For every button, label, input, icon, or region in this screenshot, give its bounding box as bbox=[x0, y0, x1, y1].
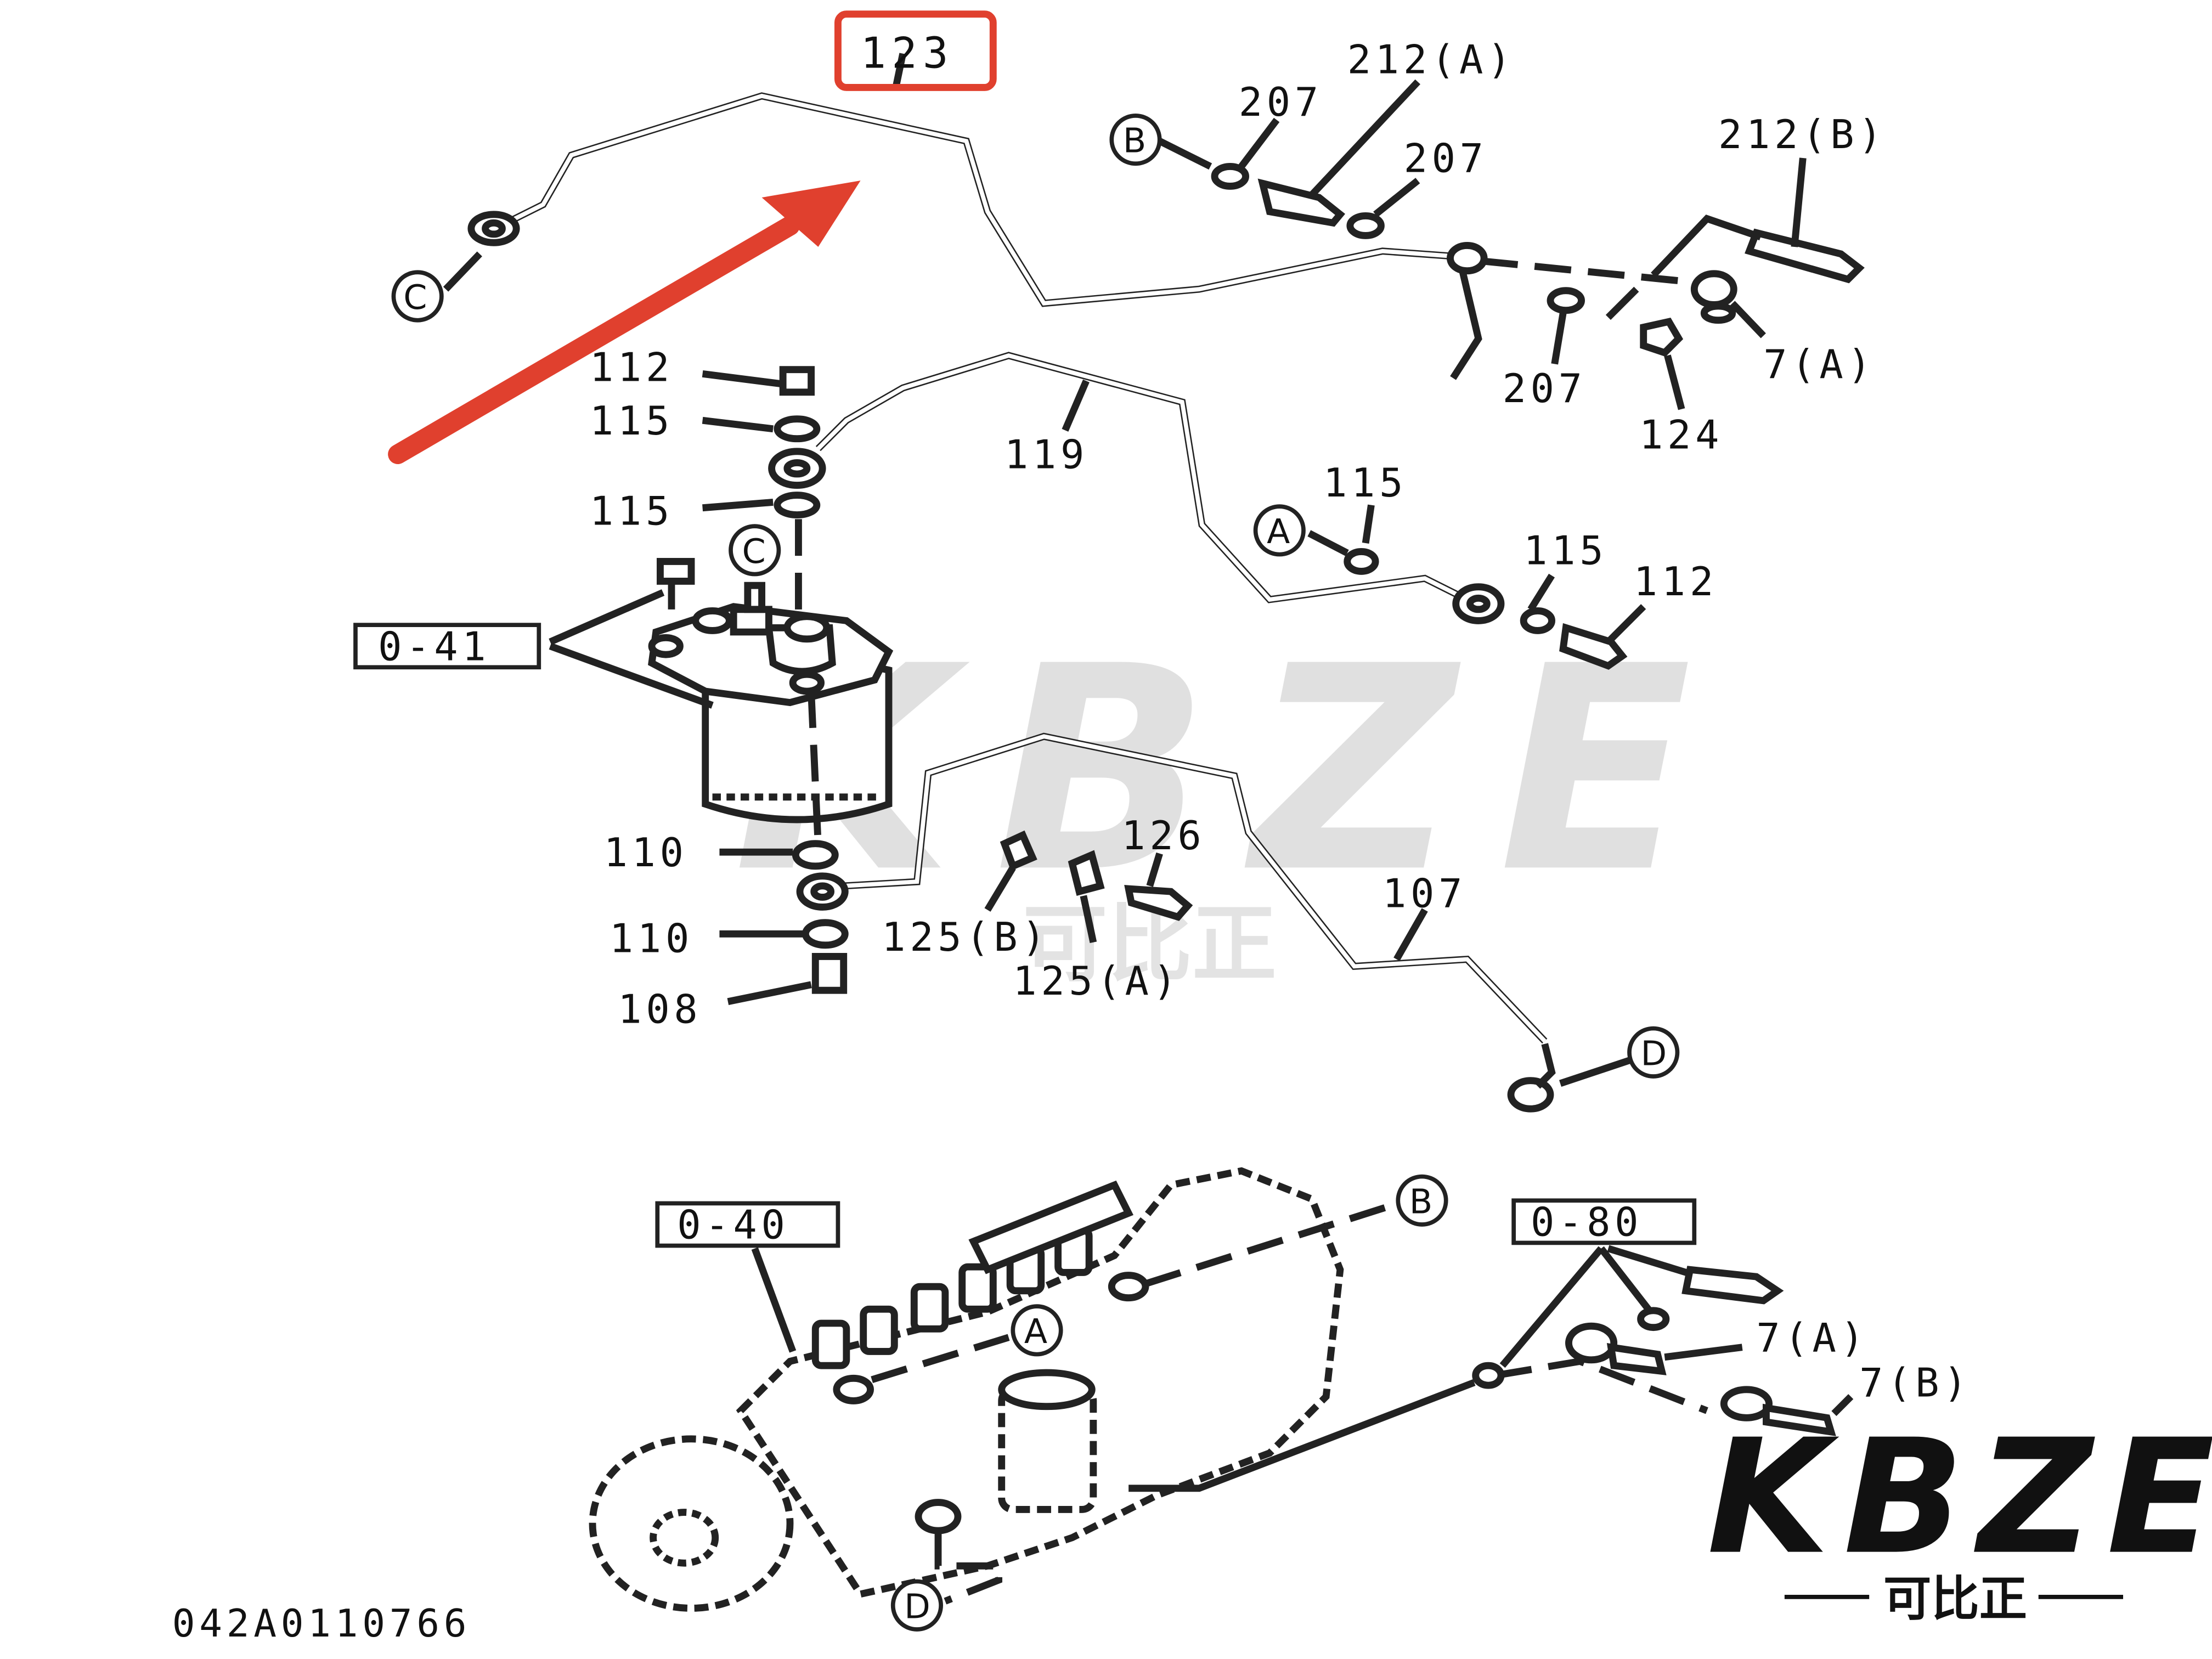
fuel-filter-0-41 bbox=[549, 558, 894, 847]
svg-text:D: D bbox=[1641, 1034, 1667, 1073]
part-label-124: 124 bbox=[1639, 412, 1723, 458]
injection-pump-0-40 bbox=[589, 1167, 1344, 1612]
logo-text: KBZE bbox=[1707, 1406, 2212, 1589]
ref-circle-b-bottom: B bbox=[1396, 1174, 1448, 1227]
banjo-assembly-top bbox=[1211, 163, 1865, 357]
kbze-logo: KBZE 可比正 bbox=[1707, 1406, 2212, 1627]
part-label-212b: 212(B) bbox=[1718, 111, 1886, 157]
eye-fitting-icon bbox=[1565, 1322, 1618, 1364]
ref-circle-b-top: B bbox=[1109, 114, 1162, 166]
cap-nut-icon bbox=[1640, 317, 1684, 357]
eye-fitting-icon bbox=[1690, 270, 1737, 308]
washer-icon bbox=[802, 919, 849, 949]
part-label-107: 107 bbox=[1383, 870, 1466, 916]
part-label-207b: 207 bbox=[1404, 136, 1488, 182]
fitting-set-0-80 bbox=[1472, 1198, 1854, 1436]
part-label-7a-bottom: 7(A) bbox=[1756, 1314, 1868, 1361]
part-label-125a: 125(A) bbox=[1013, 958, 1181, 1004]
bolt-icon bbox=[1681, 1266, 1784, 1305]
part-label-115c: 115 bbox=[1323, 460, 1407, 506]
bolt-icon bbox=[779, 366, 815, 396]
bolt-icon bbox=[1745, 228, 1865, 284]
bolt-icon bbox=[1559, 623, 1628, 670]
part-label-115a: 115 bbox=[590, 398, 674, 444]
pipe-123 bbox=[467, 92, 1482, 380]
part-label-108: 108 bbox=[618, 986, 702, 1032]
part-label-212a: 212(A) bbox=[1347, 37, 1515, 83]
washer-icon bbox=[792, 840, 839, 870]
part-label-123: 123 bbox=[861, 29, 954, 78]
clip-icon bbox=[1000, 830, 1037, 871]
eye-fitting-icon bbox=[1720, 1386, 1773, 1421]
part-label-0-41: 0-41 bbox=[378, 623, 490, 669]
washer-icon bbox=[774, 492, 821, 519]
highlight-box bbox=[834, 10, 997, 91]
svg-text:C: C bbox=[742, 532, 766, 571]
part-label-126: 126 bbox=[1121, 812, 1205, 859]
washer-icon bbox=[1520, 607, 1556, 634]
washer-icon bbox=[774, 415, 821, 443]
svg-text:A: A bbox=[1267, 512, 1290, 551]
washer-icon bbox=[1472, 1362, 1505, 1389]
ref-circle-d-mid: D bbox=[1627, 1026, 1680, 1079]
label-box-0-40 bbox=[655, 1201, 840, 1248]
svg-text:B: B bbox=[1409, 1182, 1432, 1221]
part-label-119: 119 bbox=[1005, 432, 1088, 478]
part-label-0-40: 0-40 bbox=[677, 1202, 789, 1248]
logo-cn: 可比正 bbox=[1883, 1571, 2027, 1627]
washer-icon bbox=[1346, 212, 1385, 239]
pipe-119 bbox=[768, 352, 1505, 624]
pointer-arrow bbox=[388, 180, 861, 465]
part-label-7b: 7(B) bbox=[1859, 1360, 1971, 1406]
eye-fitting-icon bbox=[1507, 1077, 1554, 1113]
part-label-115d: 115 bbox=[1523, 528, 1607, 574]
svg-text:D: D bbox=[904, 1587, 930, 1626]
label-box-0-41 bbox=[353, 623, 541, 670]
ref-circle-a-bottom: A bbox=[1011, 1304, 1063, 1357]
bolt-icon bbox=[1124, 885, 1193, 921]
washer-icon bbox=[1344, 548, 1379, 575]
bolt-icon bbox=[1257, 178, 1345, 227]
drawing-code: 042A0110766 bbox=[172, 1602, 471, 1646]
part-label-0-80: 0-80 bbox=[1531, 1199, 1643, 1245]
ref-circle-a-mid: A bbox=[1253, 504, 1306, 557]
washer-icon bbox=[1211, 163, 1250, 190]
part-label-112a: 112 bbox=[590, 344, 674, 390]
bolt-icon bbox=[657, 558, 695, 585]
svg-text:B: B bbox=[1123, 121, 1146, 161]
washer-icon bbox=[1547, 287, 1585, 314]
part-label-110a: 110 bbox=[604, 830, 688, 876]
pump-outlet-valves bbox=[811, 1226, 1093, 1369]
svg-text:A: A bbox=[1024, 1312, 1047, 1351]
part-label-115b: 115 bbox=[590, 488, 674, 534]
svg-text:C: C bbox=[403, 278, 427, 317]
part-label-7a-top: 7(A) bbox=[1763, 341, 1875, 387]
bolt-icon bbox=[811, 953, 848, 994]
pipe-107 bbox=[796, 732, 1556, 1113]
part-label-125b: 125(B) bbox=[882, 914, 1049, 960]
washer-icon bbox=[1637, 1307, 1670, 1331]
part-label-110b: 110 bbox=[610, 916, 693, 962]
label-box-0-80 bbox=[1511, 1198, 1697, 1245]
ref-circle-d-bottom: D bbox=[890, 1579, 944, 1632]
clip-icon bbox=[1068, 850, 1105, 896]
part-label-207c: 207 bbox=[1503, 365, 1587, 411]
part-label-207a: 207 bbox=[1239, 79, 1323, 125]
ref-circle-c-top: C bbox=[391, 270, 444, 323]
ref-circle-c-mid: C bbox=[729, 524, 781, 577]
part-label-112b: 112 bbox=[1634, 558, 1718, 605]
